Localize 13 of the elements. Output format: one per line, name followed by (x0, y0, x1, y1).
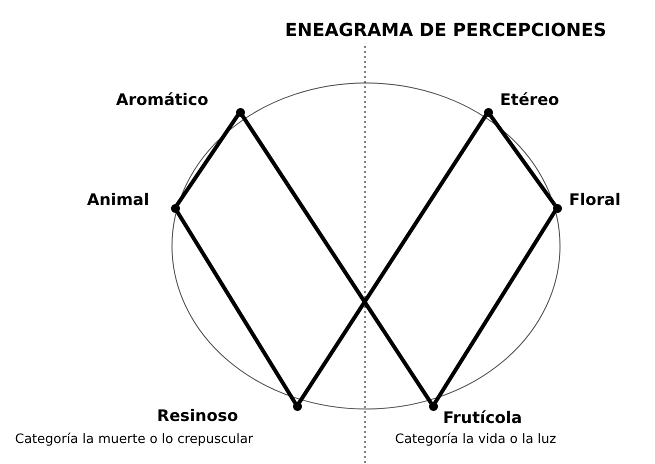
point-dot (170, 204, 180, 212)
category-caption: Categoría la muerte o lo crepuscular (15, 432, 254, 447)
category-caption: Categoría la vida o la luz (395, 432, 556, 447)
point-label: Floral (569, 190, 621, 209)
diagram-title: ENEAGRAMA DE PERCEPCIONES (285, 20, 606, 41)
point-label: Frutícola (443, 408, 522, 427)
point-label: Animal (87, 190, 150, 209)
point-label: Resinoso (157, 406, 238, 425)
point-label: Aromático (116, 90, 208, 109)
point-label: Etéreo (500, 90, 560, 109)
point-dot (236, 108, 244, 116)
point-dot (552, 204, 562, 212)
point-dot (484, 108, 492, 116)
